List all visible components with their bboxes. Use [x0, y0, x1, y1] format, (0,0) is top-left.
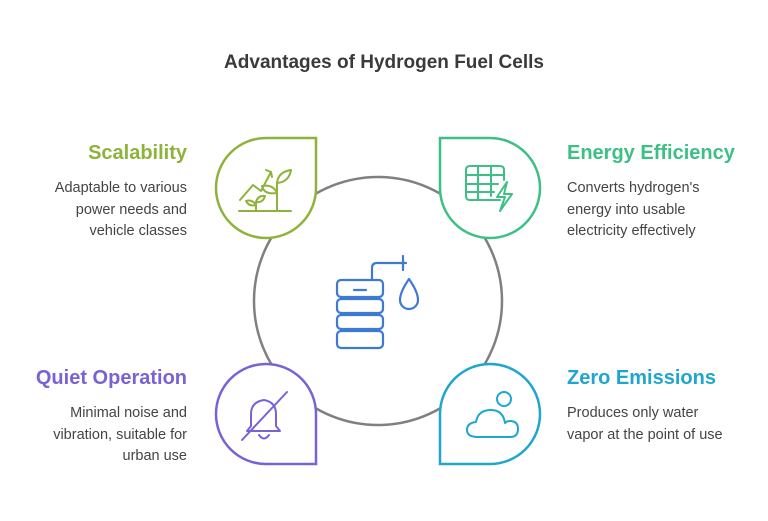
scalability-node	[214, 136, 318, 240]
muted-bell-icon	[241, 391, 288, 441]
zero-emissions-node	[438, 362, 542, 466]
cloud-icon	[466, 391, 519, 438]
desc-line: Minimal noise and	[70, 405, 187, 421]
zero-emissions-label: Zero Emissions	[567, 367, 716, 389]
scalability-label: Scalability	[88, 142, 187, 164]
quiet-operation-description: Minimal noise and vibration, suitable fo…	[53, 403, 187, 468]
energy-efficiency-label: Energy Efficiency	[567, 142, 735, 164]
page-title: Advantages of Hydrogen Fuel Cells	[224, 52, 544, 73]
desc-line: vapor at the point of use	[567, 426, 723, 443]
grid-lightning-icon	[465, 165, 513, 212]
desc-line: Produces only water	[567, 405, 699, 421]
desc-line: Adaptable to various	[54, 180, 187, 196]
desc-line: energy into usable	[567, 201, 686, 218]
scalability-description: Adaptable to various power needs and veh…	[55, 178, 187, 243]
desc-line: Converts hydrogen's	[567, 180, 700, 196]
desc-line: urban use	[122, 448, 188, 464]
zero-emissions-description: Produces only water vapor at the point o…	[567, 403, 723, 446]
energy-efficiency-node	[438, 136, 542, 240]
fuel-cell-icon	[335, 254, 420, 350]
central-ring	[252, 175, 504, 427]
quiet-operation-label: Quiet Operation	[35, 367, 187, 389]
growing-plant-icon	[238, 169, 292, 212]
desc-line: vehicle classes	[89, 223, 187, 239]
desc-line: vibration, suitable for	[53, 426, 187, 443]
desc-line: power needs and	[75, 201, 187, 218]
desc-line: electricity effectively	[567, 223, 696, 239]
energy-efficiency-description: Converts hydrogen's energy into usable e…	[567, 178, 700, 243]
